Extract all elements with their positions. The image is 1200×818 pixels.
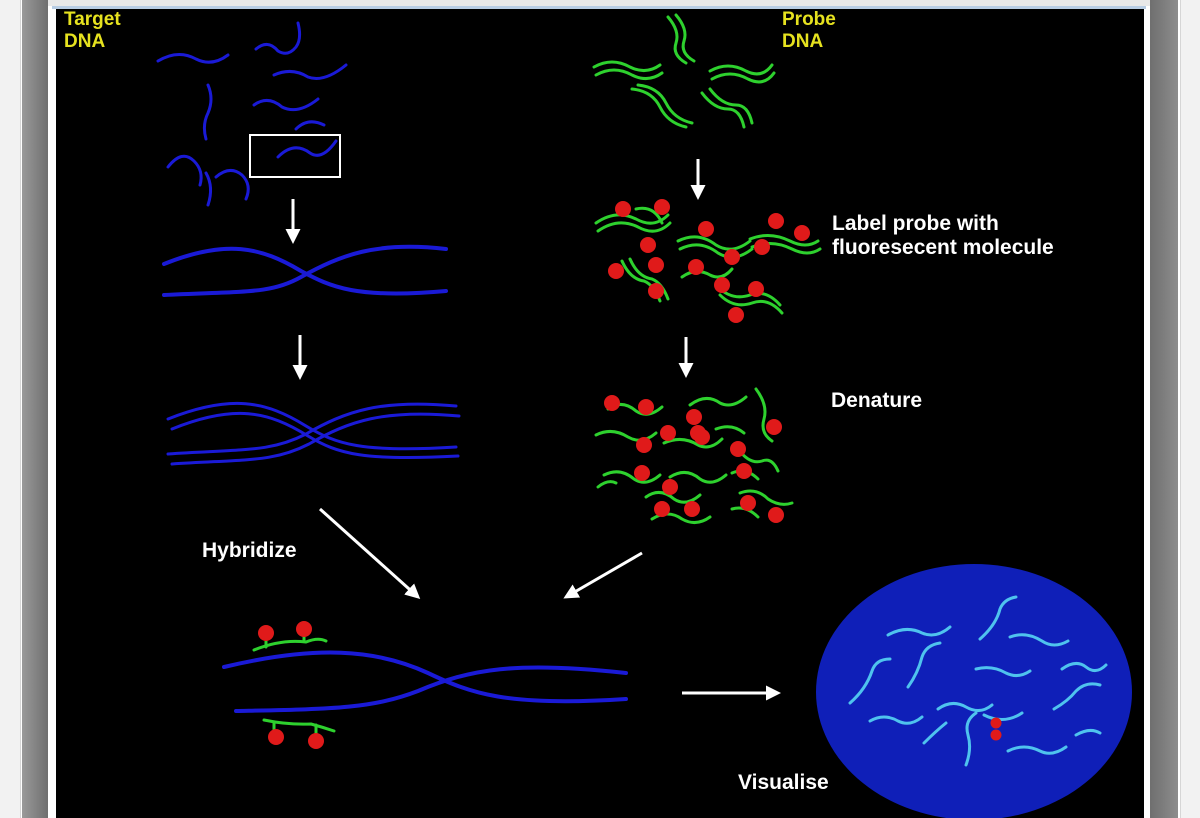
fluorescent-label-dot (698, 221, 714, 237)
fluorescent-label-dot (258, 625, 274, 641)
fluorescent-label-dot (640, 237, 656, 253)
fluorescent-label-dot (766, 419, 782, 435)
fluorescent-label-dot (654, 199, 670, 215)
fluorescent-label-dot (768, 507, 784, 523)
fluorescent-label-dot (268, 729, 284, 745)
fluorescent-label-dot (648, 257, 664, 273)
labelled-probe-cluster (594, 199, 822, 323)
target-label-line1: Target (64, 9, 121, 30)
diagonal-arrow-hybridize (318, 507, 421, 600)
fluorescent-label-dot (768, 213, 784, 229)
fluorescent-label-dot (748, 281, 764, 297)
fluorescent-label-dot (688, 259, 704, 275)
target-fragment (276, 139, 338, 159)
right-frame-border (1150, 0, 1178, 818)
nucleus-visualisation (816, 564, 1132, 818)
fluorescent-label-dot (736, 463, 752, 479)
target-label-line2: DNA (64, 30, 106, 52)
fluorescent-label-dot (662, 479, 678, 495)
fluorescent-label-dot (686, 409, 702, 425)
left-page-edge (0, 0, 21, 818)
fluorescent-label-dot (308, 733, 324, 749)
fluorescent-label-dot (615, 201, 631, 217)
target-fragment (202, 83, 213, 141)
fluorescent-label-dot (990, 729, 1002, 741)
fluorescent-label-dot (740, 495, 756, 511)
target-fragment (272, 63, 348, 80)
left-frame-border (22, 0, 48, 818)
label-step-line2: fluoresecent molecule (832, 236, 1054, 260)
probe-label-line1: Probe (782, 9, 836, 30)
target-fragment (254, 21, 302, 55)
fluorescent-label-dot (604, 395, 620, 411)
target-fragment (156, 53, 230, 64)
fluorescent-label-dot (730, 441, 746, 457)
target-fragment (294, 120, 326, 131)
fluorescent-label-dot (990, 717, 1002, 729)
label-probe-step: Label probe with fluoresecent molecule (832, 212, 1054, 260)
denature-label: Denature (831, 389, 923, 412)
target-fragment (252, 97, 320, 112)
fluorescent-label-dot (694, 429, 710, 445)
label-step-line1: Label probe with (832, 212, 999, 235)
target-fragment (214, 169, 250, 201)
hybridized-chromosome (222, 621, 628, 749)
fluorescent-label-dot (608, 263, 624, 279)
fluorescent-label-dot (794, 225, 810, 241)
fluorescent-label-dot (684, 501, 700, 517)
target-chromosome-denatured (166, 401, 461, 466)
fish-diagram-svg (156, 13, 1132, 818)
target-dna-label: Target DNA (64, 9, 121, 53)
fluorescent-label-dot (648, 283, 664, 299)
fluorescent-label-dot (638, 399, 654, 415)
fluorescent-label-dot (296, 621, 312, 637)
fluorescent-label-dot (728, 307, 744, 323)
right-page-edge (1180, 0, 1200, 818)
target-chromosome-double (162, 244, 448, 297)
fluorescent-label-dot (660, 425, 676, 441)
probe-dna-fragments (592, 13, 776, 129)
target-selection-box (249, 134, 341, 178)
fluorescent-label-dot (754, 239, 770, 255)
denatured-probe-strands (594, 387, 794, 524)
target-fragment (204, 171, 213, 207)
probe-label-line2: DNA (782, 30, 824, 52)
fluorescent-label-dot (724, 249, 740, 265)
fluorescent-label-dot (636, 437, 652, 453)
top-frame-border (48, 0, 1150, 6)
target-fragment (166, 154, 203, 187)
diagonal-arrow-probe (563, 551, 643, 599)
hybridize-label: Hybridize (202, 539, 297, 562)
probe-dna-label: Probe DNA (782, 9, 836, 53)
fluorescent-label-dot (634, 465, 650, 481)
top-frame-accent (52, 6, 1146, 9)
fluorescent-label-dot (654, 501, 670, 517)
visualise-label: Visualise (738, 771, 829, 794)
target-dna-fragments (156, 21, 348, 207)
nucleus (816, 564, 1132, 818)
fish-diagram-canvas: Target DNA Probe DNA Label probe with fl… (56, 9, 1144, 818)
fluorescent-label-dot (714, 277, 730, 293)
